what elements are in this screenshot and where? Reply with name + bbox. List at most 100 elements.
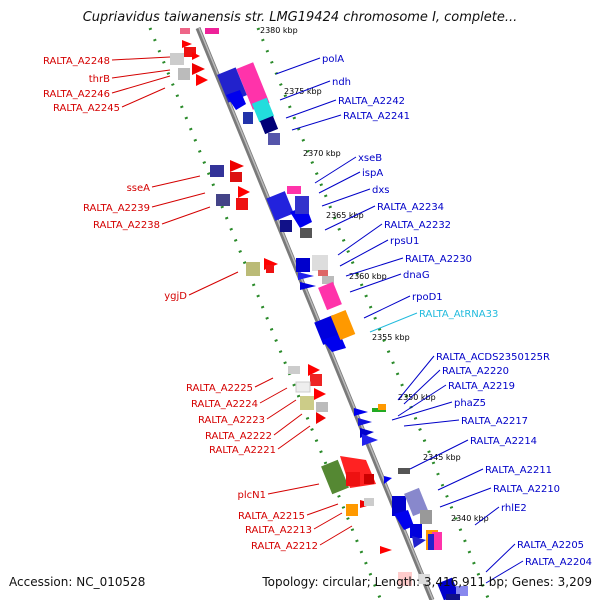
gene-name[interactable]: xseB: [358, 153, 382, 164]
gene-label-right[interactable]: rpsU1: [339, 236, 419, 267]
leader-line: [111, 75, 171, 94]
gene-name[interactable]: RALTA_A2242: [338, 96, 405, 107]
gene-label-left[interactable]: RALTA_A2239: [83, 192, 206, 214]
gene-name[interactable]: ndh: [332, 77, 351, 88]
gene-label-left[interactable]: RALTA_A2245: [53, 87, 166, 114]
gene-name[interactable]: RALTA_A2215: [238, 511, 305, 522]
gene-name[interactable]: polA: [322, 54, 344, 65]
gene-label-left[interactable]: RALTA_A2248: [43, 56, 171, 67]
gene-name[interactable]: RALTA_A2223: [198, 415, 265, 426]
gene-name[interactable]: phaZ5: [454, 398, 486, 409]
gene-label-right[interactable]: phaZ5: [391, 398, 486, 421]
gene-name[interactable]: RALTA_A2224: [191, 399, 258, 410]
gene-name[interactable]: RALTA_A2221: [209, 445, 276, 456]
gene-label-left[interactable]: RALTA_A2246: [43, 75, 171, 100]
gene-name[interactable]: RALTA_A2239: [83, 203, 150, 214]
gene-label-right[interactable]: RALTA_A2219: [397, 381, 515, 417]
gene-name[interactable]: dnaG: [403, 270, 430, 281]
gene-label-right[interactable]: RALTA_A2217: [403, 416, 528, 427]
gene-name[interactable]: ygjD: [164, 291, 187, 302]
gene-label-left[interactable]: RALTA_A2213: [245, 512, 343, 536]
gene-label-right[interactable]: dnaG: [349, 270, 430, 293]
gene-label-left[interactable]: RALTA_A2222: [205, 413, 303, 442]
leader-line: [318, 171, 361, 194]
gene-label-right[interactable]: polA: [275, 54, 344, 75]
gene-label-left[interactable]: RALTA_A2221: [209, 425, 311, 456]
kbp-tick-label: 2380 kbp: [260, 26, 298, 35]
gene-name[interactable]: rhlE2: [501, 503, 527, 514]
gene-label-left[interactable]: RALTA_A2225: [186, 377, 274, 394]
gene-label-left[interactable]: sseA: [127, 175, 201, 194]
gene-name[interactable]: ispA: [362, 168, 383, 179]
gene-label-right[interactable]: ndh: [279, 77, 351, 101]
gene-name[interactable]: RALTA_A2210: [493, 484, 560, 495]
gene-label-right[interactable]: RALTA_A2214: [409, 436, 537, 470]
gene-name[interactable]: RALTA_A2217: [461, 416, 528, 427]
gene-label-right[interactable]: RALTA_A2205: [485, 540, 584, 573]
gene-name[interactable]: RALTA_A2219: [448, 381, 515, 392]
gene-name[interactable]: RALTA_A2225: [186, 383, 253, 394]
gene-label-right[interactable]: ispA: [318, 168, 383, 194]
gene-label-right[interactable]: RALTA_A2241: [291, 111, 410, 131]
gene-label-right[interactable]: RALTA_A2204: [485, 557, 592, 584]
gene-name[interactable]: RALTA_A2248: [43, 56, 110, 67]
leader-line: [397, 355, 435, 401]
leader-line: [409, 439, 469, 470]
gene-name[interactable]: dxs: [372, 185, 389, 196]
gene-name[interactable]: RALTA_A2232: [384, 220, 451, 231]
gene-label-right[interactable]: dxs: [321, 185, 389, 207]
gene-features[interactable]: [170, 28, 468, 600]
leader-line: [369, 312, 418, 333]
leader-line: [151, 175, 201, 188]
gene-name[interactable]: RALTA_A2204: [525, 557, 592, 568]
gene-name[interactable]: RALTA_A2214: [470, 436, 537, 447]
gene-label-left[interactable]: thrB: [89, 69, 171, 85]
gene-name[interactable]: rpsU1: [390, 236, 419, 247]
gene-label-left[interactable]: plcN1: [238, 483, 320, 501]
gene-label-right[interactable]: RALTA_A2232: [337, 220, 451, 256]
gene-label-right[interactable]: xseB: [314, 153, 382, 184]
gene-name[interactable]: RALTA_AtRNA33: [419, 309, 498, 320]
gene-label-right[interactable]: RALTA_A2234: [324, 202, 444, 231]
leader-line: [314, 156, 357, 184]
gene-name[interactable]: RALTA_A2220: [442, 366, 509, 377]
gene-name[interactable]: RALTA_A2222: [205, 431, 272, 442]
gene-label-left[interactable]: RALTA_A2238: [93, 206, 211, 231]
left-strand-labels[interactable]: RALTA_A2248 thrB RALTA_A2246RALTA_A2245sse…: [43, 56, 353, 552]
gene-label-right[interactable]: RALTA_A2242: [285, 96, 405, 119]
gene-label-left[interactable]: RALTA_A2212: [251, 525, 353, 552]
gene-label-right[interactable]: RALTA_AtRNA33: [369, 309, 498, 333]
gene-label-right[interactable]: RALTA_A2210: [439, 484, 560, 508]
gene-name[interactable]: RALTA_A2212: [251, 541, 318, 552]
gene-label-left[interactable]: RALTA_A2224: [191, 387, 288, 410]
gene-name[interactable]: RALTA_A2234: [377, 202, 444, 213]
gene-label-left[interactable]: ygjD: [164, 271, 239, 302]
gene-label-right[interactable]: rhlE2: [474, 503, 527, 526]
gene-name[interactable]: RALTA_A2238: [93, 220, 160, 231]
gene-name[interactable]: RALTA_A2245: [53, 103, 120, 114]
leader-line: [339, 239, 389, 267]
gene-label-left[interactable]: RALTA_A2215: [238, 503, 339, 522]
gene-name[interactable]: RALTA_ACDS2350125R: [436, 352, 550, 363]
gene-name[interactable]: rpoD1: [412, 292, 443, 303]
gene-label-right[interactable]: RALTA_ACDS2350125R: [397, 352, 550, 401]
gene-label-right[interactable]: rpoD1: [363, 292, 443, 319]
leader-line: [485, 560, 524, 584]
gene-label-right[interactable]: RALTA_A2230: [345, 254, 472, 277]
gene-name[interactable]: plcN1: [238, 490, 266, 501]
gene-label-right[interactable]: RALTA_A2220: [403, 366, 509, 405]
gene-name[interactable]: RALTA_A2211: [485, 465, 552, 476]
leader-line: [279, 80, 331, 101]
gene-label-left[interactable]: RALTA_A2223: [198, 399, 297, 426]
gene-name[interactable]: thrB: [89, 74, 110, 85]
gene-name[interactable]: RALTA_A2241: [343, 111, 410, 122]
gene-name[interactable]: RALTA_A2205: [517, 540, 584, 551]
gene-label-right[interactable]: RALTA_A2211: [437, 465, 552, 491]
map-title: Cupriavidus taiwanensis str. LMG19424 ch…: [82, 10, 518, 25]
gene-name[interactable]: sseA: [127, 183, 151, 194]
gene-name[interactable]: RALTA_A2246: [43, 89, 110, 100]
gene-name[interactable]: RALTA_A2230: [405, 254, 472, 265]
gene-name[interactable]: RALTA_A2213: [245, 525, 312, 536]
